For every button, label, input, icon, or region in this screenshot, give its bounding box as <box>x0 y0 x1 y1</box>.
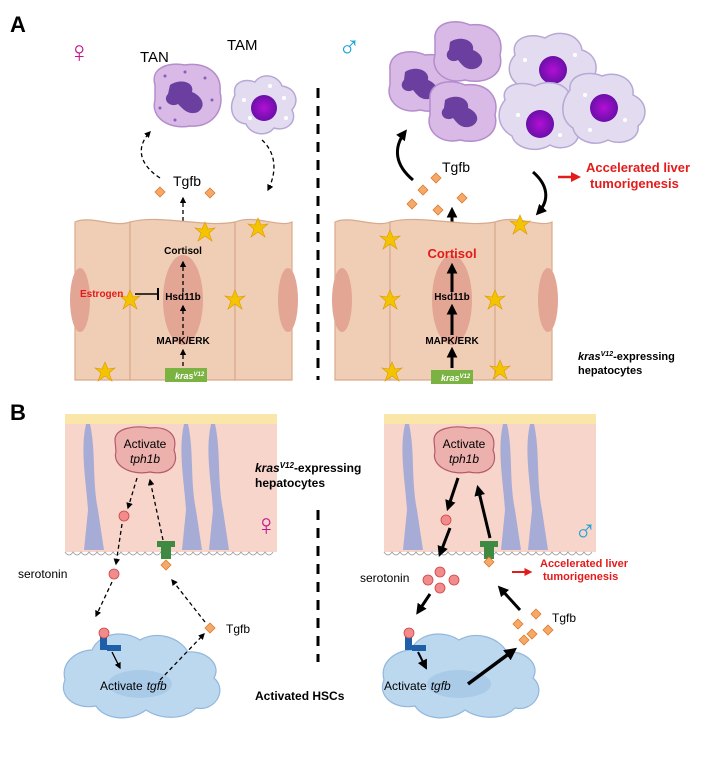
kras-label-right: krasV12 <box>441 373 471 383</box>
mapk-right: MAPK/ERK <box>425 336 479 347</box>
panel-b-letter: B <box>10 400 26 425</box>
activate-tph-left: Activate <box>124 437 167 451</box>
serotonin-label-left: serotonin <box>18 567 67 581</box>
hep-label-line2-b: hepatocytes <box>255 476 325 490</box>
hep-label-line1-b: krasV12-expressing <box>255 461 361 475</box>
arrow-gene-to-tgfb-left <box>159 633 205 681</box>
accel-line2-a: tumorigenesis <box>590 176 679 191</box>
tgfb-label-a-right: Tgfb <box>442 159 470 175</box>
tph1b-left: tph1b <box>130 452 160 466</box>
hsc-cell-right <box>381 627 540 719</box>
hepatocyte-tissue-right <box>332 214 558 382</box>
tan-cluster-right <box>388 21 502 142</box>
arrow-serotonin-release-right <box>437 527 452 558</box>
arrow-serotonin-to-hsc-left <box>95 581 113 618</box>
arrow-from-tam-right <box>531 170 548 216</box>
arrow-receptor-to-tph-left <box>147 478 164 541</box>
arrow-receptor-to-gene-left <box>111 651 121 670</box>
arrow-to-tan-left <box>140 131 161 179</box>
hepatocyte-tissue-left <box>70 217 298 382</box>
female-symbol-b: ♀ <box>255 509 278 542</box>
kras-box-right <box>431 370 473 384</box>
hepatocyte-layer-b-left <box>64 414 277 559</box>
tan-label: TAN <box>140 49 169 66</box>
tam-cluster-right <box>498 32 646 151</box>
accel-line1-a: Accelerated liver <box>586 160 690 175</box>
arrow-gene-to-tgfb-right <box>466 647 518 686</box>
mapk-left: MAPK/ERK <box>156 336 210 347</box>
cortisol-right: Cortisol <box>427 246 476 261</box>
arrow-serotonin-to-hsc-right <box>416 593 432 615</box>
arrow-tph-to-serotonin-right <box>445 477 460 512</box>
accel-line1-b: Accelerated liver <box>540 558 629 570</box>
serotonin-label-right: serotonin <box>360 571 409 585</box>
activate-tph-right: Activate <box>443 437 486 451</box>
female-symbol-a: ♀ <box>68 36 91 69</box>
tgfb-label-b-right: Tgfb <box>552 611 576 625</box>
arrow-tgfb-to-receptor-left <box>171 578 206 623</box>
tgfb-label-a-left: Tgfb <box>173 173 201 189</box>
hep-label-line1-a: krasV12-expressing <box>578 351 675 363</box>
hepatocyte-layer-b-right <box>383 414 596 559</box>
male-symbol-b: ♂ <box>574 514 597 547</box>
cortisol-left: Cortisol <box>164 246 202 257</box>
arrow-tph-to-serotonin-left <box>126 477 138 510</box>
estrogen-label: Estrogen <box>80 289 123 300</box>
tam-label: TAM <box>227 37 258 54</box>
panel-a-letter: A <box>10 12 26 37</box>
tam-cell-left <box>230 75 297 135</box>
arrow-receptor-to-tph-right <box>474 484 492 539</box>
hep-label-line2-a: hepatocytes <box>578 365 642 377</box>
tan-cell-left <box>153 63 222 128</box>
kras-label-left: krasV12 <box>175 371 205 381</box>
hsc-cell-left <box>62 627 221 719</box>
arrow-tgfb-to-receptor-right <box>497 585 522 612</box>
arrow-from-tam-left <box>261 139 275 192</box>
hsc-label: Activated HSCs <box>255 689 345 703</box>
tgfb-label-b-left: Tgfb <box>226 622 250 636</box>
kras-box-left <box>165 368 207 382</box>
hsd11b-left: Hsd11b <box>165 292 201 303</box>
arrow-receptor-to-gene-right <box>417 651 427 670</box>
arrow-to-tan-right <box>396 129 414 182</box>
accel-line2-b: tumorigenesis <box>543 571 618 583</box>
tph1b-right: tph1b <box>449 452 479 466</box>
male-symbol-a: ♂ <box>338 30 361 63</box>
hsd11b-right: Hsd11b <box>434 292 470 303</box>
